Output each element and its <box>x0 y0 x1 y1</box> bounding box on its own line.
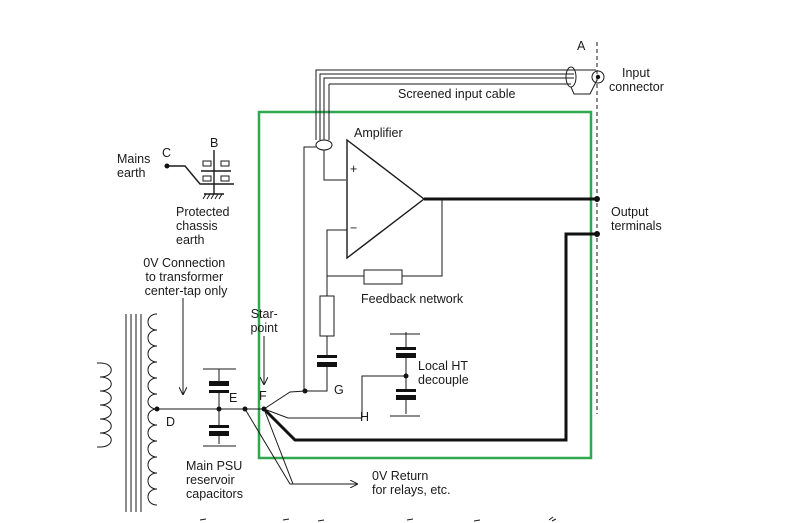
input-connector <box>591 70 605 84</box>
label-g: G <box>334 383 344 397</box>
cable-screen-ellipse-left <box>315 139 333 151</box>
label-zero-v-connection: 0V Connection to transformer center-tap … <box>143 256 229 298</box>
amplifier-minus: − <box>350 221 357 235</box>
star-point-wires <box>263 390 362 485</box>
label-e: E <box>229 391 237 405</box>
label-c: C <box>162 146 171 160</box>
label-zero-v-return: 0V Return for relays, etc. <box>372 469 451 497</box>
label-protected-chassis-earth: Protected chassis earth <box>176 205 233 247</box>
cropped-caption-fragments <box>199 516 557 522</box>
label-input-connector: Input connector <box>609 66 664 94</box>
label-h: H <box>360 410 369 424</box>
local-ht-decouple-caps <box>361 332 420 418</box>
label-f: F <box>259 389 267 403</box>
amplifier-plus: + <box>350 162 357 176</box>
label-mains-earth: Mains earth <box>117 152 154 180</box>
output-terminal-bottom <box>594 231 600 237</box>
amplifier-enclosure <box>257 110 593 460</box>
feedback-network <box>305 199 443 392</box>
amplifier-triangle <box>346 138 426 260</box>
label-b: B <box>210 136 218 150</box>
screen-return-wire <box>303 146 316 392</box>
output-wire-bottom <box>262 232 597 442</box>
star-point-node-f <box>261 406 267 412</box>
label-star-point: Star- point <box>250 307 281 335</box>
label-main-psu-reservoir: Main PSU reservoir capacitors <box>186 459 246 501</box>
output-terminal-top <box>594 196 600 202</box>
earth-symbol <box>164 150 234 200</box>
label-local-ht-decouple: Local HT decouple <box>418 359 471 387</box>
label-feedback-network: Feedback network <box>361 292 464 306</box>
label-amplifier: Amplifier <box>354 126 403 140</box>
psu-reservoir-caps <box>203 368 236 447</box>
label-a: A <box>577 39 586 53</box>
screened-input-cable <box>315 66 598 181</box>
transformer <box>97 313 158 512</box>
relay-return-wire <box>244 408 342 485</box>
label-output-terminals: Output terminals <box>611 205 662 233</box>
label-d: D <box>166 415 175 429</box>
label-screened-input-cable: Screened input cable <box>398 87 515 101</box>
